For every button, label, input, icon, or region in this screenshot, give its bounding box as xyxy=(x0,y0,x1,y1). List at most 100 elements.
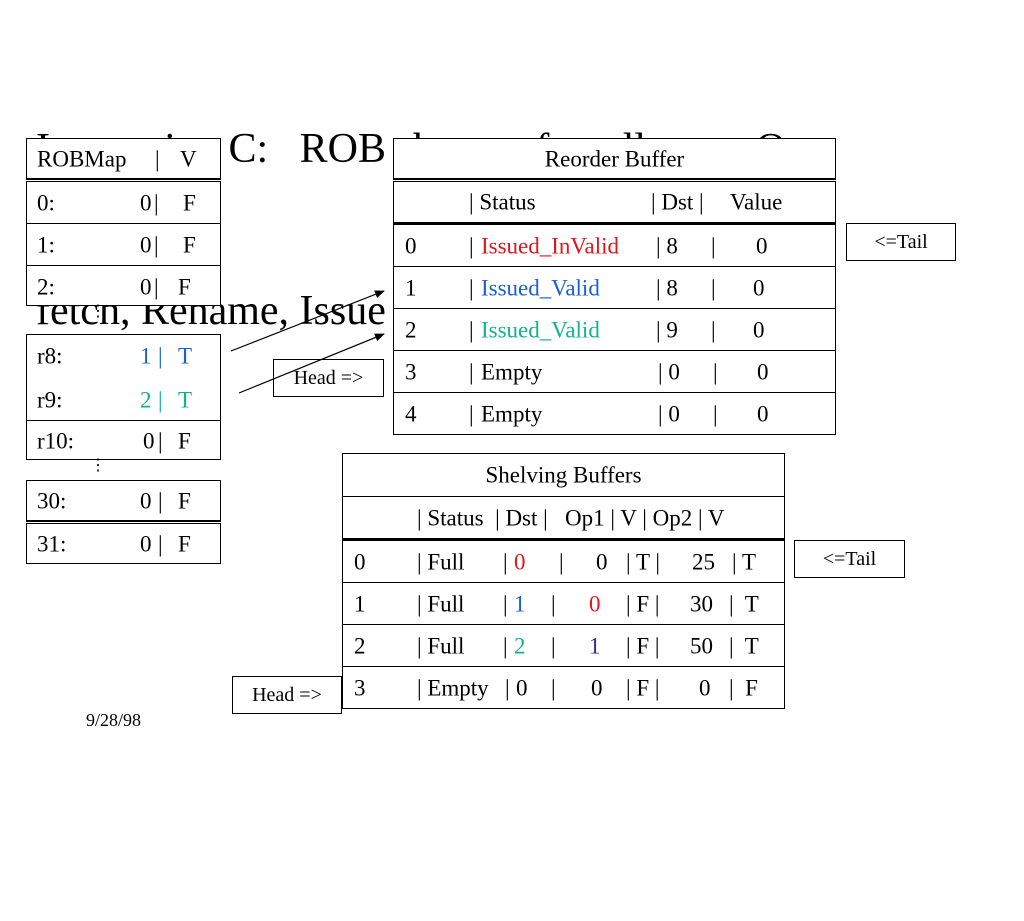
shelving-row-op1: 0 xyxy=(596,549,608,574)
rob-row-index: 3 xyxy=(405,359,417,384)
robmap-sep: | xyxy=(158,343,163,369)
shelving-row-v2: | T xyxy=(729,591,759,616)
rob-row-status-sep: | xyxy=(469,275,480,300)
rob-row: 0 | Issued_InValid | 8 | 0 xyxy=(394,225,835,267)
rob-row-status: Issued_InValid xyxy=(481,233,619,258)
robmap-sep: | xyxy=(158,428,163,454)
shelving-row-dst-sep: | xyxy=(503,591,508,616)
robmap-reg: 30: xyxy=(37,488,67,513)
robmap-flag: F xyxy=(178,531,191,556)
shelving-row-dst: 0 xyxy=(516,675,528,701)
r9-to-rob2-arrow xyxy=(238,333,385,394)
robmap-row-31: 31: 0 | F xyxy=(26,523,221,564)
shelving-row-op2: 30 xyxy=(690,591,713,616)
robmap-flag: T xyxy=(178,343,193,369)
shelving-row-sep: | xyxy=(559,549,564,574)
slide-date: 9/28/98 xyxy=(86,710,142,730)
rob-row-status: Empty xyxy=(481,401,543,427)
robmap-row-30: 30: 0 | F xyxy=(26,480,221,521)
robmap-val: 0 xyxy=(143,428,155,454)
robmap-row-r8: r8: 1 | T xyxy=(27,335,220,377)
shelving-header: | Status | Dst | Op1 | V | Op2 | V xyxy=(417,505,725,530)
shelving-row-status: | Full xyxy=(417,591,465,616)
rob-row-sep: | xyxy=(711,275,716,300)
rob-tail-label: <=Tail xyxy=(846,223,956,261)
robmap-reg: r10: xyxy=(37,428,75,454)
shelving-row-dst-sep: | xyxy=(505,675,510,701)
shelving-row-sep: | xyxy=(551,675,556,701)
rob-row: 3 | Empty | 0 | 0 xyxy=(394,351,835,393)
shelving-row-v2: | T xyxy=(729,633,759,658)
r8-to-rob1-arrow xyxy=(230,290,385,352)
robmap-sep: | xyxy=(158,488,163,513)
shelving-row: 0 | Full | 0 | 0 | T | 25 | T xyxy=(343,541,784,583)
robmap-reg: r9: xyxy=(37,387,63,412)
rob-row-status: Issued_Valid xyxy=(481,275,600,300)
shelving-row-v1: | T | xyxy=(626,549,660,574)
rob-row-index: 2 xyxy=(405,317,417,342)
robmap-reg: 0: xyxy=(37,190,55,215)
rob-header-row: | Status | Dst | Value xyxy=(394,182,835,225)
robmap-row: 1: 0 | F xyxy=(27,224,220,266)
robmap-group-top: 0: 0 | F 1: 0 | F 2: 0 | F xyxy=(26,181,221,306)
rob-row-dst: | 9 xyxy=(656,317,678,342)
rob-row-index: 1 xyxy=(405,275,417,300)
rob-row-value: 0 xyxy=(753,317,765,342)
rob-row-dst: | 8 xyxy=(656,233,678,258)
robmap-sep: | xyxy=(154,190,159,215)
robmap-val: 0 xyxy=(140,531,152,556)
robmap-sep: | xyxy=(154,274,159,299)
rob-row-index: 4 xyxy=(405,401,417,427)
shelving-head-label: Head => xyxy=(232,676,342,714)
rob-header-value: Value xyxy=(730,189,783,215)
shelving-row-dst-sep: | xyxy=(503,633,508,658)
robmap-reg: 31: xyxy=(37,531,67,556)
shelving-row-index: 0 xyxy=(354,549,366,574)
shelving-row: 3 | Empty | 0 | 0 | F | 0 | F xyxy=(343,667,784,709)
shelving-row-op1: 1 xyxy=(589,633,601,658)
rob-title-box: Reorder Buffer xyxy=(393,138,836,179)
rob-row-status: Empty xyxy=(481,359,543,384)
rob-row-sep: | xyxy=(711,317,716,342)
shelving-row-status: | Full xyxy=(417,633,465,658)
robmap-flag: T xyxy=(178,387,193,412)
shelving-row-status: | Full xyxy=(417,549,465,574)
rob-row-value: 0 xyxy=(753,275,765,300)
rob-title: Reorder Buffer xyxy=(544,146,685,171)
rob-row-index: 0 xyxy=(405,233,417,258)
shelving-body: Shelving Buffers | Status | Dst | Op1 | … xyxy=(342,453,785,709)
robmap-header-sep: | xyxy=(155,146,160,171)
rob-row-status-sep: | xyxy=(469,401,480,427)
rob-row-sep: | xyxy=(713,359,718,384)
rob-row: 4 | Empty | 0 | 0 xyxy=(394,393,835,435)
rob-header-dst: | Dst | xyxy=(651,189,704,215)
shelving-row-op2: 0 xyxy=(699,675,711,701)
shelving-row-dst: 0 xyxy=(514,549,526,574)
rob-row: 2 | Issued_Valid | 9 | 0 xyxy=(394,309,835,351)
robmap-reg: 2: xyxy=(37,274,55,299)
rob-row-value: 0 xyxy=(757,359,769,384)
shelving-row-dst: 2 xyxy=(514,633,526,658)
robmap-group-mid: r8: 1 | T r9: 2 | T r10: 0 | F xyxy=(26,334,221,460)
robmap-flag: F xyxy=(178,488,191,513)
shelving-row-index: 3 xyxy=(354,675,366,701)
robmap-reg: 1: xyxy=(37,232,55,257)
rob-row-dst: | 0 xyxy=(658,401,680,427)
robmap-flag: F xyxy=(183,232,196,257)
robmap-row-r9: r9: 2 | T xyxy=(27,379,220,421)
rob-row-value: 0 xyxy=(756,233,768,258)
shelving-tail-label: <=Tail xyxy=(794,540,905,578)
robmap-reg: r8: xyxy=(37,343,63,369)
rob-head-label: Head => xyxy=(273,359,384,397)
shelving-title: Shelving Buffers xyxy=(485,462,642,488)
robmap-sep: | xyxy=(158,531,163,556)
shelving-row-op1: 0 xyxy=(591,675,603,701)
shelving-header-row: | Status | Dst | Op1 | V | Op2 | V xyxy=(343,497,784,541)
mapping-arrows xyxy=(230,290,385,394)
robmap-header: ROBMap | V xyxy=(26,138,221,179)
robmap-flag: F xyxy=(178,274,191,299)
shelving-row-dst-sep: | xyxy=(503,549,508,574)
robmap-sep: | xyxy=(154,232,159,257)
robmap-row: 0: 0 | F xyxy=(27,182,220,224)
robmap-val: 0 xyxy=(140,190,152,215)
